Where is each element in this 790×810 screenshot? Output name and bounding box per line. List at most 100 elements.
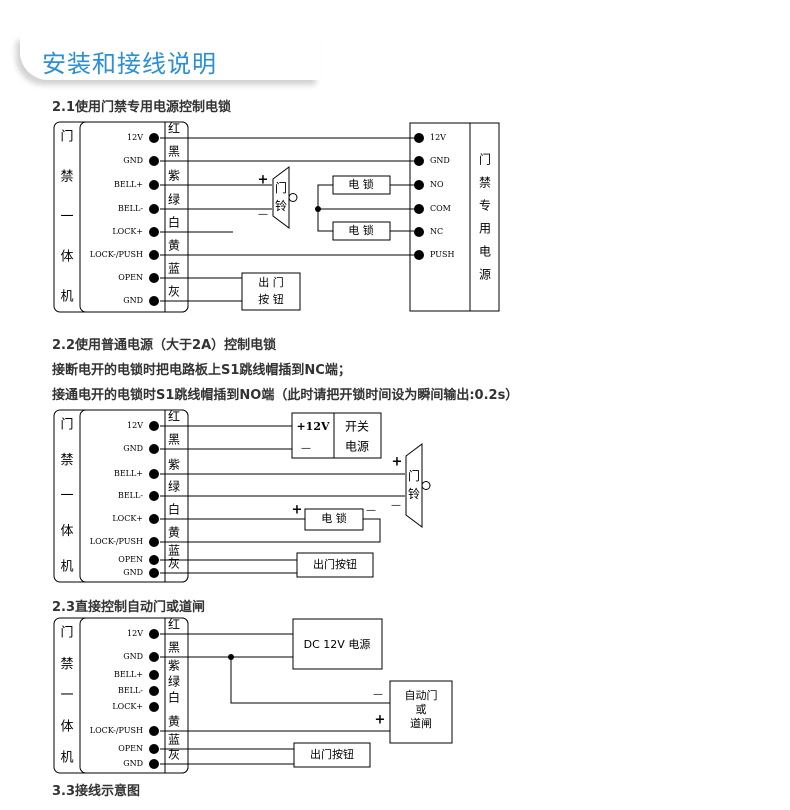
d1-terminal-label: LOCK+ bbox=[112, 227, 143, 236]
d2-lock-plus-sign: + bbox=[292, 503, 303, 518]
d1-psu-label-char: 用 bbox=[479, 222, 491, 236]
section-heading-3-3: 3.3接线示意图 bbox=[52, 784, 141, 799]
d1-wire-color-label: 黄 bbox=[168, 239, 180, 253]
d2-psu-switch-label: 开关 bbox=[345, 420, 369, 434]
d3-terminal-label: LOCK+ bbox=[112, 702, 143, 711]
d1-psu-terminal-label: NO bbox=[430, 180, 444, 189]
d3-wire-door-minus bbox=[230, 657, 390, 704]
d2-terminal-label: GND bbox=[123, 568, 143, 577]
section-note-nc: 接断电开的电锁时把电路板上S1跳线帽插到NC端； bbox=[52, 363, 351, 378]
d1-terminal-dot bbox=[149, 204, 159, 214]
d1-exit-button-label: 出 门 bbox=[258, 275, 284, 289]
d3-wire-color-label: 灰 bbox=[168, 748, 180, 762]
d1-psu-label-char: 源 bbox=[479, 268, 491, 282]
d1-psu-terminal-dot bbox=[414, 156, 424, 166]
d2-wire-lock-minus bbox=[160, 518, 381, 543]
d3-door-label: 道闸 bbox=[410, 716, 432, 730]
d2-lock-minus-sign: — bbox=[366, 505, 376, 516]
d2-panel-label-char: 禁 bbox=[60, 453, 73, 468]
d3-terminal-dot bbox=[149, 759, 159, 769]
d3-door-box bbox=[389, 680, 453, 744]
d1-panel-label-char: 体 bbox=[60, 250, 73, 265]
d2-terminal-label: GND bbox=[123, 444, 143, 453]
d3-terminal-dot bbox=[149, 629, 159, 639]
d2-terminal-label: LOCK-/PUSH bbox=[90, 537, 143, 546]
d1-panel-label-char: 机 bbox=[60, 290, 73, 305]
d1-psu-terminal-dot bbox=[414, 250, 424, 260]
d1-psu-terminal-label: GND bbox=[430, 156, 450, 165]
d1-terminal-label: GND bbox=[123, 296, 143, 305]
d3-terminal-dot bbox=[149, 670, 159, 680]
d3-terminal-dot bbox=[149, 686, 159, 696]
d1-wire-color-label: 白 bbox=[168, 215, 180, 230]
d1-psu-terminal-dot bbox=[414, 204, 424, 214]
d3-terminal-label: GND bbox=[123, 652, 143, 661]
page-title: 安装和接线说明 bbox=[42, 50, 217, 78]
d1-psu-terminal-dot bbox=[414, 180, 424, 190]
d2-terminal-dot bbox=[149, 568, 159, 578]
d1-lock-label-top: 电 锁 bbox=[348, 177, 374, 191]
d1-terminal-dot bbox=[149, 180, 159, 190]
d1-bell-dome bbox=[288, 193, 298, 202]
d2-terminal-dot bbox=[149, 537, 159, 547]
d1-junction-dot bbox=[315, 206, 321, 212]
d1-bell-minus-sign: — bbox=[258, 209, 268, 220]
d1-panel-label-char: 门 bbox=[60, 130, 73, 145]
d1-terminal-label: BELL- bbox=[118, 204, 143, 213]
d1-terminal-label: OPEN bbox=[118, 273, 143, 282]
d1-wire-color-label: 黑 bbox=[168, 145, 180, 159]
d2-exit-button-box bbox=[296, 552, 374, 578]
d1-terminal-dot bbox=[149, 250, 159, 260]
d3-dc-psu-box bbox=[292, 618, 383, 670]
d3-wire-color-label: 紫 bbox=[168, 659, 180, 673]
section-note-no: 接通电开的电锁时S1跳线帽插到NO端（此时请把开锁时间设为瞬间输出:0.2s） bbox=[52, 388, 519, 403]
d3-dc-psu-label: DC 12V 电源 bbox=[304, 637, 371, 651]
d1-psu-terminal-label: NC bbox=[430, 227, 443, 236]
d2-wire-color-label: 灰 bbox=[168, 557, 180, 571]
d1-terminal-dot bbox=[149, 156, 159, 166]
d1-wire-color-label: 紫 bbox=[168, 169, 180, 183]
d3-terminal-label: LOCK-/PUSH bbox=[90, 726, 143, 735]
d1-wire-color-label: 红 bbox=[168, 121, 180, 136]
d1-psu-outer bbox=[409, 122, 500, 312]
d3-terminal-label: BELL- bbox=[118, 686, 143, 695]
d3-wire-color-label: 红 bbox=[168, 617, 180, 632]
d1-wire-color-label: 蓝 bbox=[168, 262, 180, 276]
d1-bell-char: 门 bbox=[275, 180, 287, 195]
d1-bell-plus-sign: + bbox=[258, 173, 269, 188]
d3-panel-label-char: 一 bbox=[60, 688, 73, 703]
d1-psu-label-char: 电 bbox=[479, 245, 491, 259]
d1-terminal-dot bbox=[149, 133, 159, 143]
d2-bell-minus-sign: — bbox=[391, 500, 401, 511]
d1-exit-button-label: 按 钮 bbox=[258, 292, 284, 306]
d3-terminal-label: BELL+ bbox=[114, 670, 143, 679]
d2-terminal-dot bbox=[149, 514, 159, 524]
d2-psu-box bbox=[291, 412, 382, 459]
section-heading-2-3: 2.3直接控制自动门或道闸 bbox=[52, 600, 206, 615]
d1-terminal-dot bbox=[149, 227, 159, 237]
d3-wire-color-label: 黑 bbox=[168, 641, 180, 655]
d3-terminal-dot bbox=[149, 726, 159, 736]
d3-wire-color-label: 绿 bbox=[168, 674, 180, 689]
d2-bell-plus-sign: + bbox=[392, 455, 403, 470]
d2-wire-color-label: 白 bbox=[168, 502, 180, 517]
d3-wire-color-label: 蓝 bbox=[168, 733, 180, 747]
d3-terminal-dot bbox=[149, 744, 159, 754]
d3-terminal-label: GND bbox=[123, 759, 143, 768]
d3-door-plus-sign: + bbox=[375, 713, 386, 728]
d3-exit-button-box bbox=[293, 742, 371, 768]
d3-panel-label-char: 禁 bbox=[60, 657, 73, 672]
d2-exit-button-label: 出门按钮 bbox=[313, 557, 357, 571]
d3-panel-label-char: 门 bbox=[60, 626, 73, 641]
d1-exit-button-box bbox=[241, 272, 301, 311]
d1-psu-terminal-dot bbox=[414, 133, 424, 143]
d3-terminal-dot bbox=[149, 652, 159, 662]
d3-panel-label-char: 机 bbox=[60, 751, 73, 766]
d1-terminal-label: GND bbox=[123, 156, 143, 165]
d2-terminal-label: OPEN bbox=[118, 555, 143, 564]
d2-lock-label: 电 锁 bbox=[321, 511, 347, 525]
d2-bell-char: 门 bbox=[408, 468, 420, 483]
d1-bell-symbol bbox=[272, 166, 290, 229]
d2-wire-color-label: 红 bbox=[168, 409, 180, 424]
